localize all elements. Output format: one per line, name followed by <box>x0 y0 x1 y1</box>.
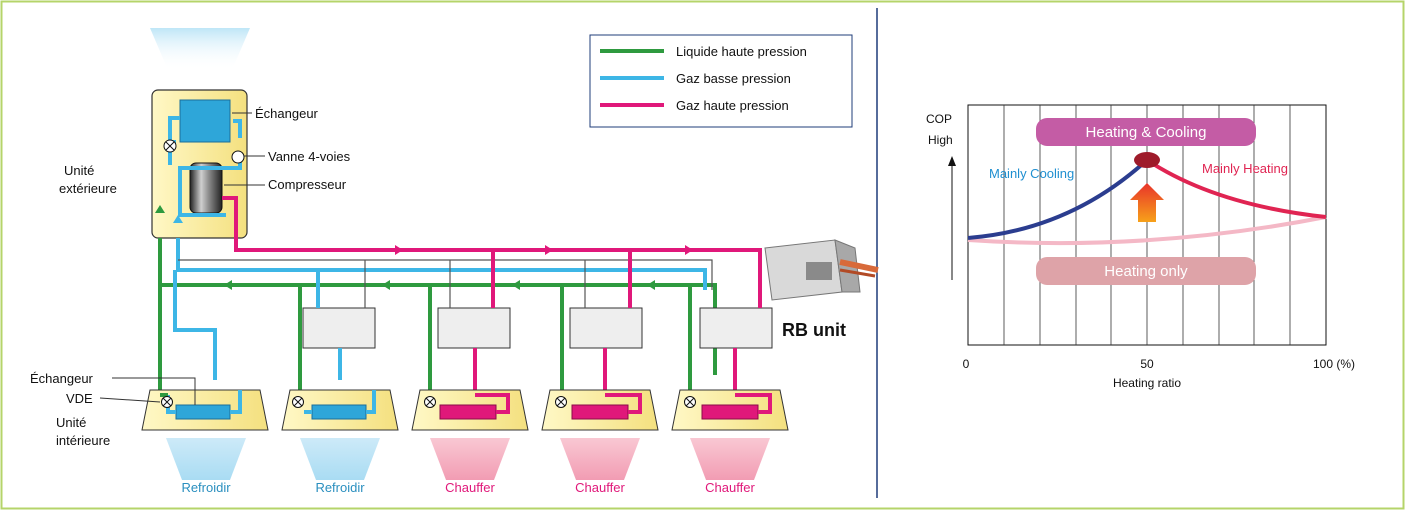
low-gas-main <box>176 238 707 290</box>
legend-label-low-gas: Gaz basse pression <box>676 71 791 86</box>
peak-marker <box>1134 152 1160 168</box>
band-heating-cooling <box>1036 118 1256 146</box>
indoor-unit-5 <box>671 389 789 480</box>
outdoor-pipe-c <box>168 116 180 140</box>
leader-lines <box>99 112 265 405</box>
mode-label-4: Chauffer <box>575 480 625 495</box>
indoor-unit-3 <box>411 389 529 480</box>
indoor-unit-1 <box>141 389 269 480</box>
x-tick-100: 100 (%) <box>1313 357 1355 371</box>
label-outdoor-unit-2: extérieure <box>59 181 117 196</box>
label-indoor-unit-1: Unité <box>56 415 86 430</box>
band-heating-only-label: Heating only <box>1104 263 1188 280</box>
rb-unit-product-icon <box>764 239 879 301</box>
compressor <box>189 162 223 214</box>
label-indoor-exchanger: Échangeur <box>30 371 94 386</box>
flow-arrows <box>155 205 693 290</box>
mode-label-1: Refroidir <box>181 480 231 495</box>
label-indoor-unit-2: intérieure <box>56 433 110 448</box>
rb-box-3 <box>569 307 643 349</box>
four-way-valve-icon <box>231 150 245 164</box>
rb-box-1 <box>302 307 376 349</box>
valve-cross-icon <box>165 141 175 151</box>
rb-unit-label: RB unit <box>782 320 846 340</box>
cop-diagram: Heating & Cooling Heating only Mainly Co… <box>926 104 1355 390</box>
rb-box-2 <box>437 307 511 349</box>
legend: Liquide haute pression Gaz basse pressio… <box>589 34 853 128</box>
y-axis-high: High <box>928 133 953 147</box>
thin-pipe-main <box>178 259 713 290</box>
branch-u1-gas <box>173 270 217 380</box>
curve-heating-only <box>967 215 1327 246</box>
label-mainly-heating: Mainly Heating <box>1202 161 1288 176</box>
x-tick-0: 0 <box>963 357 970 371</box>
improvement-arrow-icon <box>1130 183 1164 222</box>
y-axis-title: COP <box>926 112 952 126</box>
label-four-way-valve: Vanne 4-voies <box>268 149 351 164</box>
indoor-unit-4 <box>541 389 659 480</box>
outdoor-exchanger <box>179 99 231 143</box>
high-gas-main <box>222 196 762 290</box>
label-outdoor-exchanger: Échangeur <box>255 106 319 121</box>
indoor-unit-2 <box>281 389 399 480</box>
x-axis-label: Heating ratio <box>1113 376 1181 390</box>
rb-box-4 <box>699 307 773 349</box>
mode-label-5: Chauffer <box>705 480 755 495</box>
branch-u3-hotgas <box>473 250 495 395</box>
x-tick-50: 50 <box>1140 357 1154 371</box>
label-vde: VDE <box>66 391 93 406</box>
branch-u2-gas <box>316 270 342 380</box>
outdoor-airflow <box>150 28 250 70</box>
curve-mainly-heating <box>1145 158 1327 219</box>
curve-mainly-cooling <box>967 158 1149 240</box>
mode-label-3: Chauffer <box>445 480 495 495</box>
outdoor-pipe-b <box>233 119 242 138</box>
mode-label-2: Refroidir <box>315 480 365 495</box>
label-compressor: Compresseur <box>268 177 347 192</box>
branch-u5-hotgas <box>733 290 762 395</box>
band-heating-cooling-label: Heating & Cooling <box>1086 124 1207 141</box>
legend-label-liquid: Liquide haute pression <box>676 44 807 59</box>
band-heating-only <box>1036 257 1256 285</box>
label-mainly-cooling: Mainly Cooling <box>989 166 1074 181</box>
y-axis-arrowhead-icon <box>948 156 956 166</box>
label-outdoor-unit-1: Unité <box>64 163 94 178</box>
legend-label-high-gas: Gaz haute pression <box>676 98 789 113</box>
branch-u4-hotgas <box>603 250 632 395</box>
outdoor-pipe-d <box>178 160 242 217</box>
